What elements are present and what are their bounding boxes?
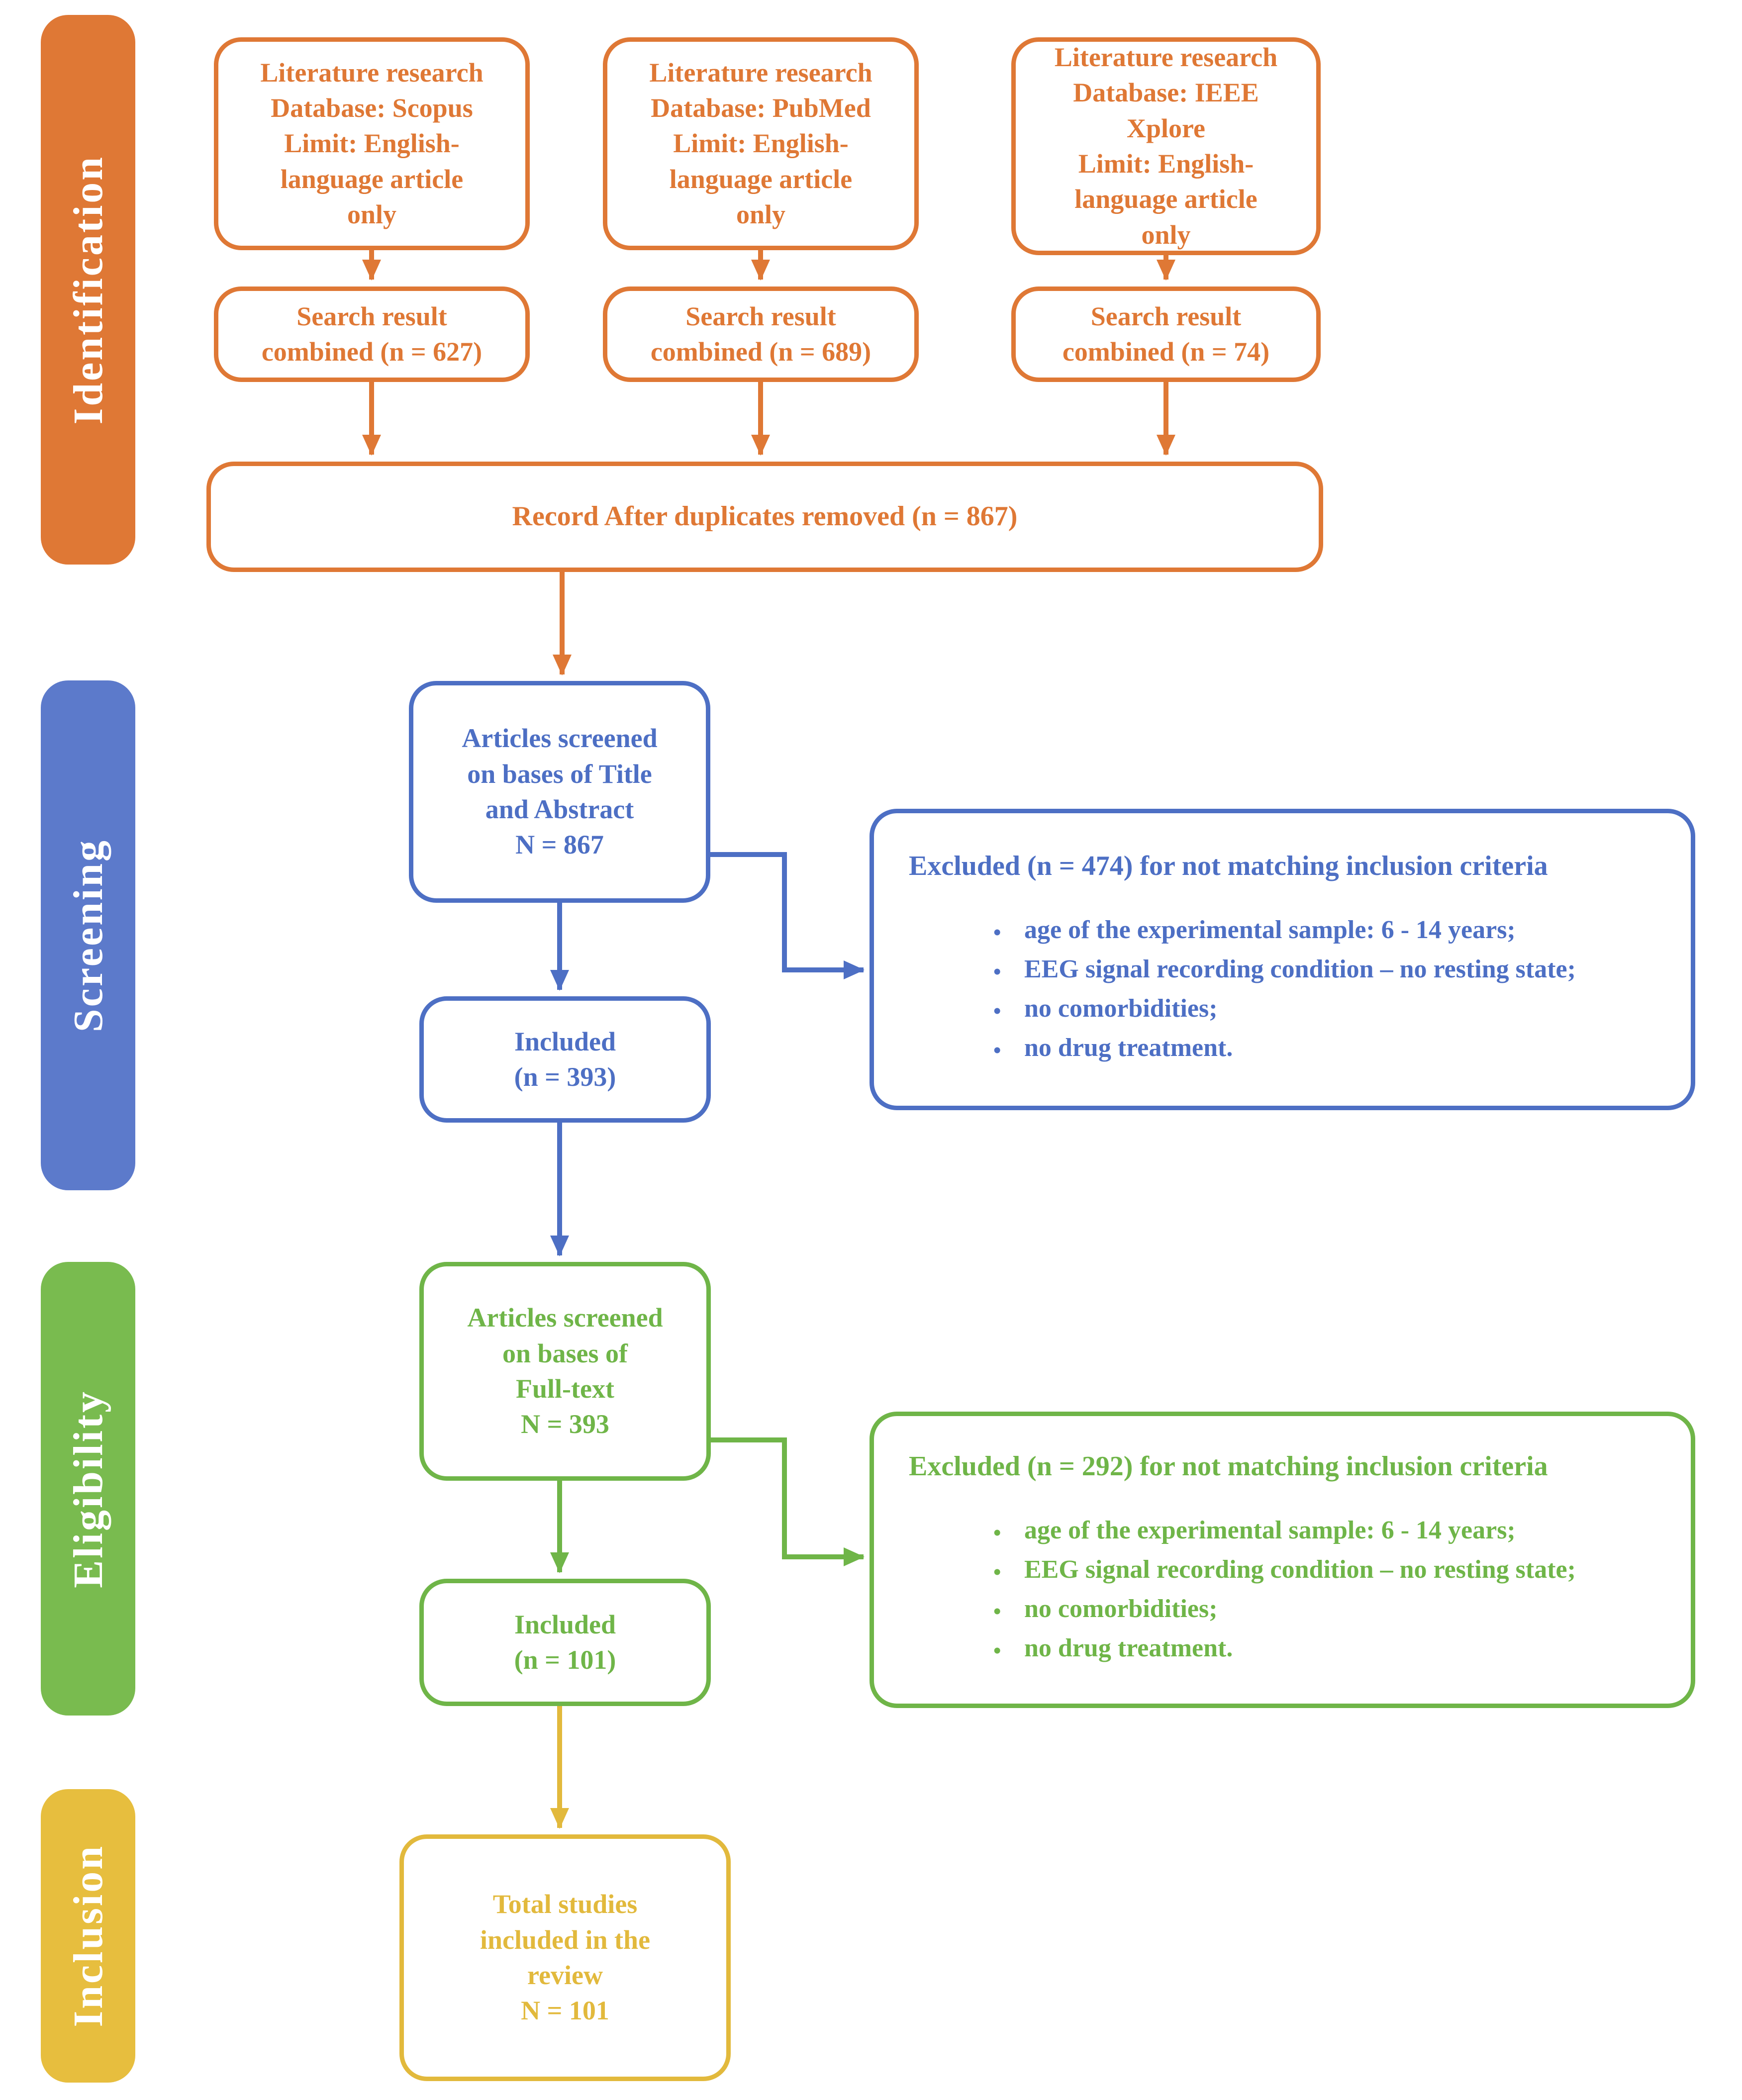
box-literature-scopus: Literature research Database: Scopus Lim… xyxy=(214,37,530,250)
excluded-eligibility-criteria-list: age of the experimental sample: 6 - 14 y… xyxy=(909,1514,1656,1671)
box-excluded-eligibility: Excluded (n = 292) for not matching incl… xyxy=(870,1412,1695,1708)
stage-label-identification: Identification xyxy=(65,155,111,425)
list-item: no drug treatment. xyxy=(993,1032,1656,1064)
box-excluded-screening: Excluded (n = 474) for not matching incl… xyxy=(870,809,1695,1110)
list-item: no drug treatment. xyxy=(993,1632,1656,1664)
box-search-result-ieee: Search result combined (n = 74) xyxy=(1011,286,1321,382)
box-search-result-pubmed: Search result combined (n = 689) xyxy=(603,286,919,382)
stage-bar-eligibility: Eligibility xyxy=(41,1262,135,1716)
connector-screened-to-excluded-screening xyxy=(710,852,865,979)
box-records-after-duplicates-removed: Record After duplicates removed (n = 867… xyxy=(206,462,1323,572)
box-screened-title-abstract: Articles screened on bases of Title and … xyxy=(409,681,710,903)
list-item: age of the experimental sample: 6 - 14 y… xyxy=(993,914,1656,946)
excluded-eligibility-title: Excluded (n = 292) for not matching incl… xyxy=(909,1451,1548,1482)
list-item: age of the experimental sample: 6 - 14 y… xyxy=(993,1514,1656,1546)
box-total-studies-included: Total studies included in the review N =… xyxy=(399,1834,731,2081)
stage-bar-screening: Screening xyxy=(41,680,135,1190)
stage-label-inclusion: Inclusion xyxy=(65,1844,111,2027)
box-search-result-scopus: Search result combined (n = 627) xyxy=(214,286,530,382)
excluded-screening-criteria-list: age of the experimental sample: 6 - 14 y… xyxy=(909,914,1656,1071)
connector-fulltext-to-excluded-eligibility xyxy=(711,1437,865,1566)
excluded-screening-title: Excluded (n = 474) for not matching incl… xyxy=(909,851,1548,882)
stage-bar-identification: Identification xyxy=(41,15,135,565)
stage-label-eligibility: Eligibility xyxy=(65,1389,111,1588)
box-screened-fulltext: Articles screened on bases of Full-text … xyxy=(419,1262,711,1481)
stage-label-screening: Screening xyxy=(65,838,111,1033)
connector-result-to-record-arrows xyxy=(362,382,1175,456)
list-item: EEG signal recording condition – no rest… xyxy=(993,1553,1656,1586)
box-included-eligibility: Included (n = 101) xyxy=(419,1579,711,1706)
list-item: no comorbidities; xyxy=(993,992,1656,1025)
list-item: no comorbidities; xyxy=(993,1593,1656,1625)
list-item: EEG signal recording condition – no rest… xyxy=(993,953,1656,985)
box-included-screening: Included (n = 393) xyxy=(419,996,711,1123)
box-literature-ieee-xplore: Literature research Database: IEEE Xplor… xyxy=(1011,37,1321,255)
box-literature-pubmed: Literature research Database: PubMed Lim… xyxy=(603,37,919,250)
stage-bar-inclusion: Inclusion xyxy=(41,1789,135,2083)
